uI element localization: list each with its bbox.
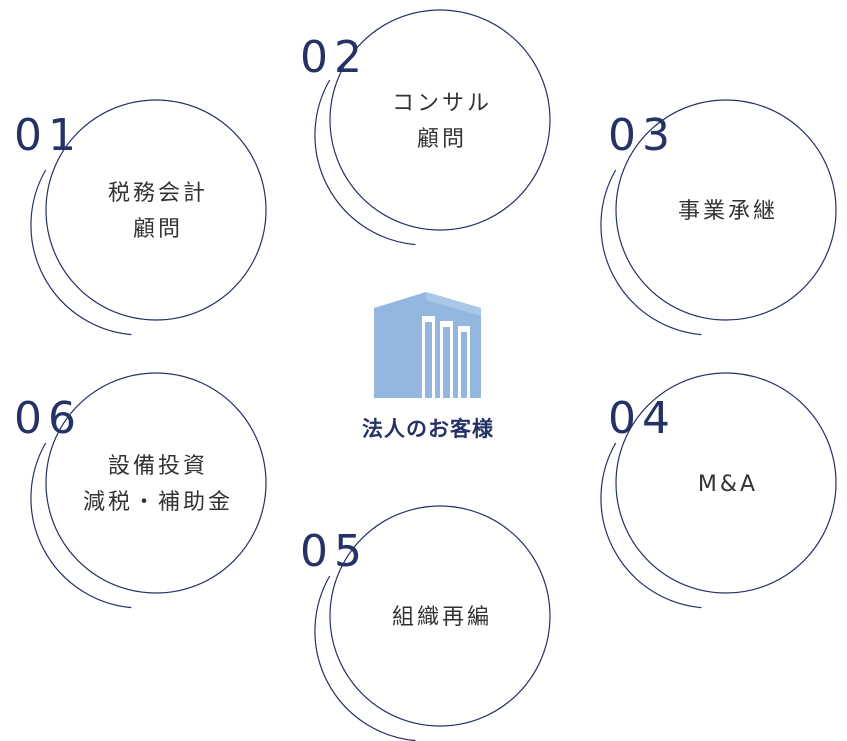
center-label: 法人のお客様	[362, 416, 494, 441]
service-label: 税務会計	[108, 181, 208, 206]
center-block: 法人のお客様	[362, 292, 494, 441]
service-label: 顧問	[133, 217, 183, 242]
service-label: 減税・補助金	[83, 490, 233, 515]
service-label: 顧問	[417, 127, 467, 152]
service-ring	[45, 99, 267, 321]
service-ring	[45, 372, 267, 594]
service-ring	[615, 372, 837, 594]
service-item-05: 05 組織再編	[300, 505, 551, 741]
service-arc	[600, 442, 702, 609]
service-arc	[314, 575, 416, 741]
service-arc	[30, 442, 132, 609]
service-label: 組織再編	[392, 605, 492, 630]
service-number: 05	[300, 526, 368, 577]
service-number: 06	[14, 393, 82, 444]
service-label: 事業承継	[678, 199, 778, 224]
service-number: 02	[300, 32, 368, 83]
service-label: M&A	[698, 472, 758, 497]
service-number: 03	[608, 110, 676, 161]
service-number: 04	[608, 393, 676, 444]
service-ring	[329, 9, 551, 231]
service-arc	[30, 169, 132, 336]
service-ring	[615, 99, 837, 321]
service-label: コンサル	[392, 91, 492, 116]
service-ring	[329, 505, 551, 727]
service-label: 設備投資	[108, 454, 208, 479]
service-item-04: 04M&A	[600, 372, 837, 609]
service-arc	[314, 79, 416, 246]
service-number: 01	[14, 110, 82, 161]
service-arc	[600, 169, 702, 336]
building-icon	[374, 292, 481, 398]
service-item-03: 03 事業承継	[600, 99, 837, 336]
